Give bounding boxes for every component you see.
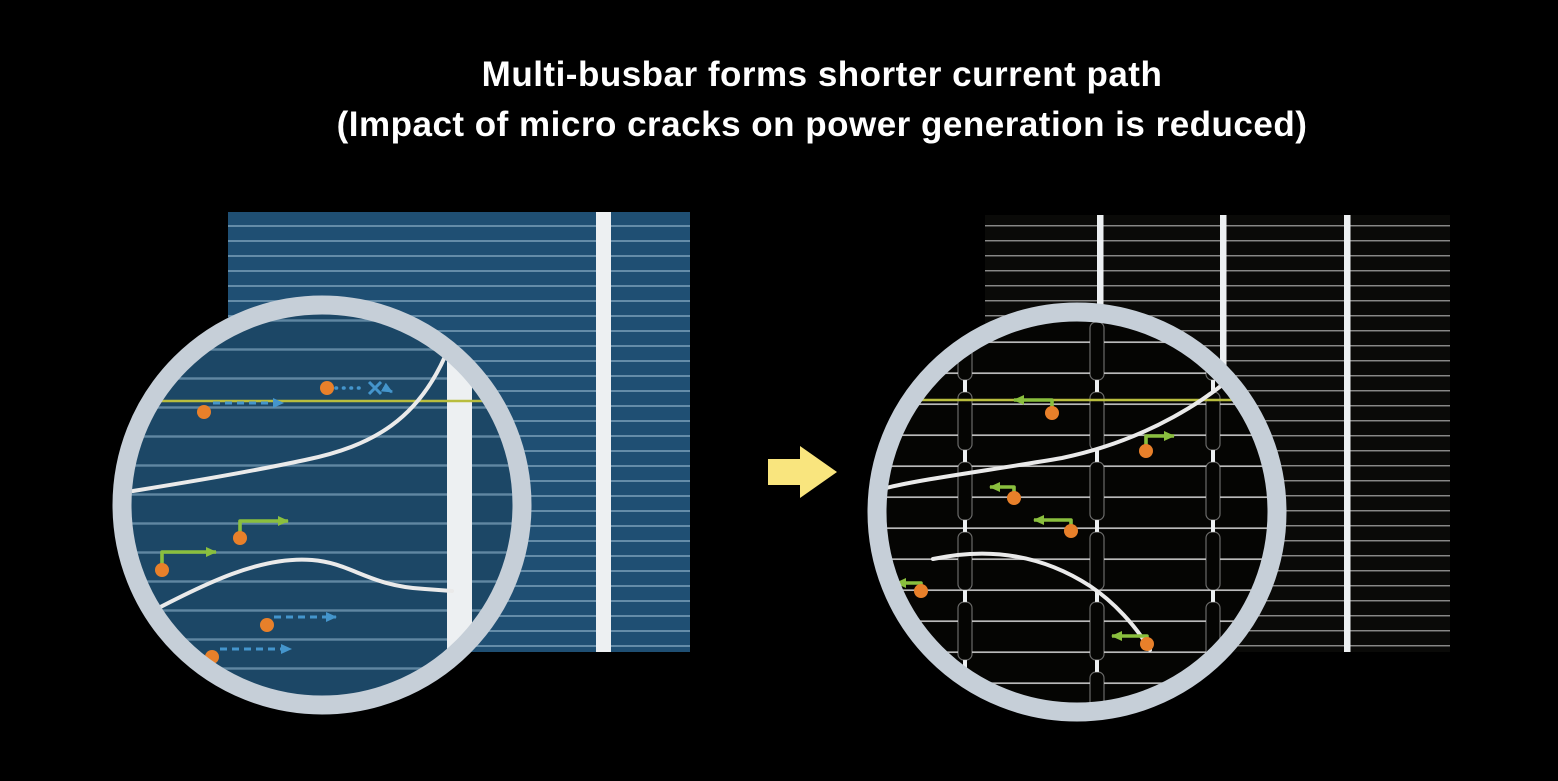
diagram-title: Multi-busbar forms shorter current path … (337, 50, 1308, 150)
short-current-paths (160, 516, 289, 567)
left-lens-face (131, 314, 513, 696)
micro-crack (131, 345, 451, 493)
multi-busbar-wire (1344, 215, 1351, 652)
micro-crack (132, 557, 454, 623)
transition-arrow-icon (768, 446, 837, 498)
micro-crack (886, 361, 1249, 490)
left-magnifier-lens (112, 295, 532, 715)
long-current-paths (213, 380, 393, 654)
micro-crack (931, 551, 1152, 652)
left-lens-ring (112, 295, 532, 715)
electron-dots (914, 406, 1154, 651)
right-lens-content (886, 321, 1268, 703)
conventional-busbar (596, 212, 611, 652)
conventional-cell-panel (112, 212, 690, 715)
right-lens-ring (867, 302, 1287, 722)
multi-busbar-cell-panel (867, 215, 1450, 722)
blocked-path-x-icon (367, 380, 383, 396)
title-line-1: Multi-busbar forms shorter current path (481, 55, 1163, 94)
title-line-2: (Impact of micro cracks on power generat… (336, 105, 1308, 144)
right-magnifier-lens (867, 302, 1287, 722)
